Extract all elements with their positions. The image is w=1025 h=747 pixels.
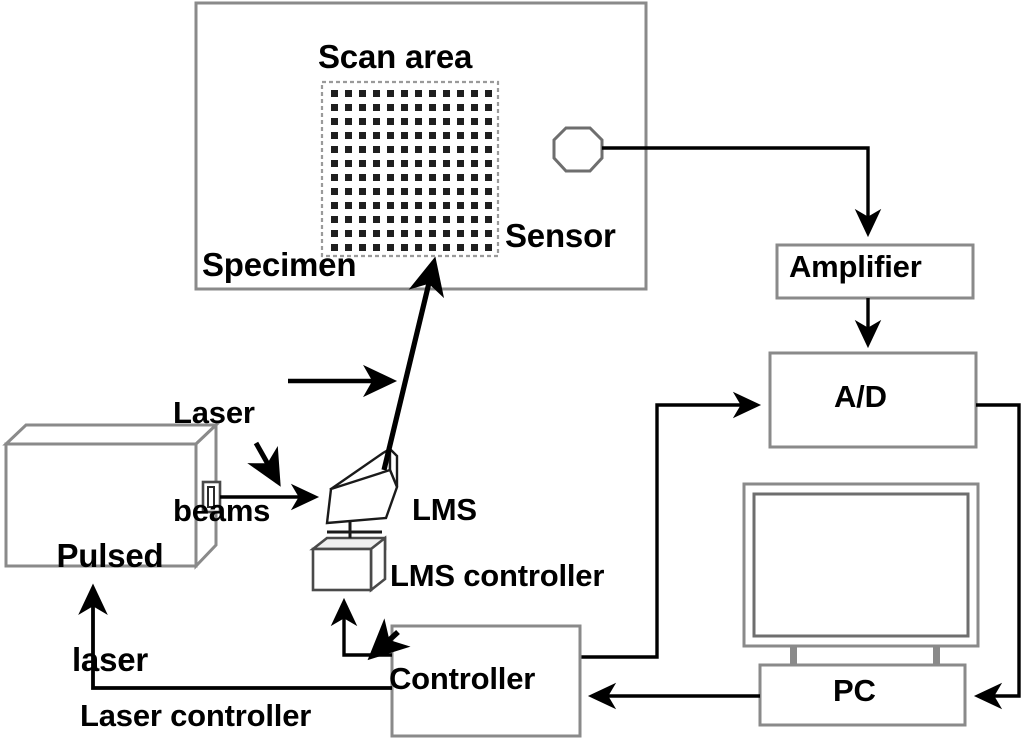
pc-label: PC: [833, 673, 876, 708]
lms-controller-label: LMS controller: [390, 558, 605, 593]
specimen-label: Specimen: [202, 246, 357, 283]
laser-controller-label: Laser controller: [80, 698, 312, 733]
controller-label: Controller: [389, 661, 536, 696]
amplifier-box: [775, 243, 975, 300]
scan-area-label: Scan area: [318, 38, 473, 75]
laser-beams-label-line2: beams: [173, 492, 271, 528]
controller-box: [390, 624, 582, 738]
pc-box: [758, 663, 967, 727]
lms-label: LMS: [412, 492, 477, 527]
lms-mirror: [325, 446, 399, 538]
sensor-icon: [552, 126, 604, 173]
scan-area-grid: [320, 80, 500, 258]
ad-converter-label: A/D: [834, 379, 887, 414]
sensor-label: Sensor: [505, 217, 616, 254]
laser-beams-label: Laser beams: [173, 332, 270, 592]
ad-converter-box: [768, 351, 978, 449]
wire-controller-to-ad: [580, 391, 762, 659]
wire-laser-controller: [78, 583, 392, 690]
beam-tick-marker: [247, 441, 281, 487]
pulsed-laser-label: Pulsed laser: [28, 470, 192, 747]
laser-beams-label-line1: Laser: [173, 395, 255, 431]
pulsed-laser-label-line1: Pulsed: [56, 537, 164, 575]
amplifier-label: Amplifier: [789, 249, 922, 284]
pulsed-laser-label-line2: laser: [71, 641, 149, 679]
wire-controller-to-lms-controller: [330, 597, 411, 661]
scan-dot-matrix: [331, 90, 492, 251]
wire-ad-to-pc: [973, 403, 1021, 710]
lms-controller-box: [309, 535, 387, 593]
pulsed-laser-box: [2, 421, 222, 570]
monitor: [742, 482, 980, 668]
beam-lms-to-scan-area: [381, 256, 445, 471]
monitor-stand-left: [790, 646, 797, 668]
monitor-stand-right: [933, 646, 940, 668]
wire-sensor-to-amplifier: [602, 146, 882, 238]
